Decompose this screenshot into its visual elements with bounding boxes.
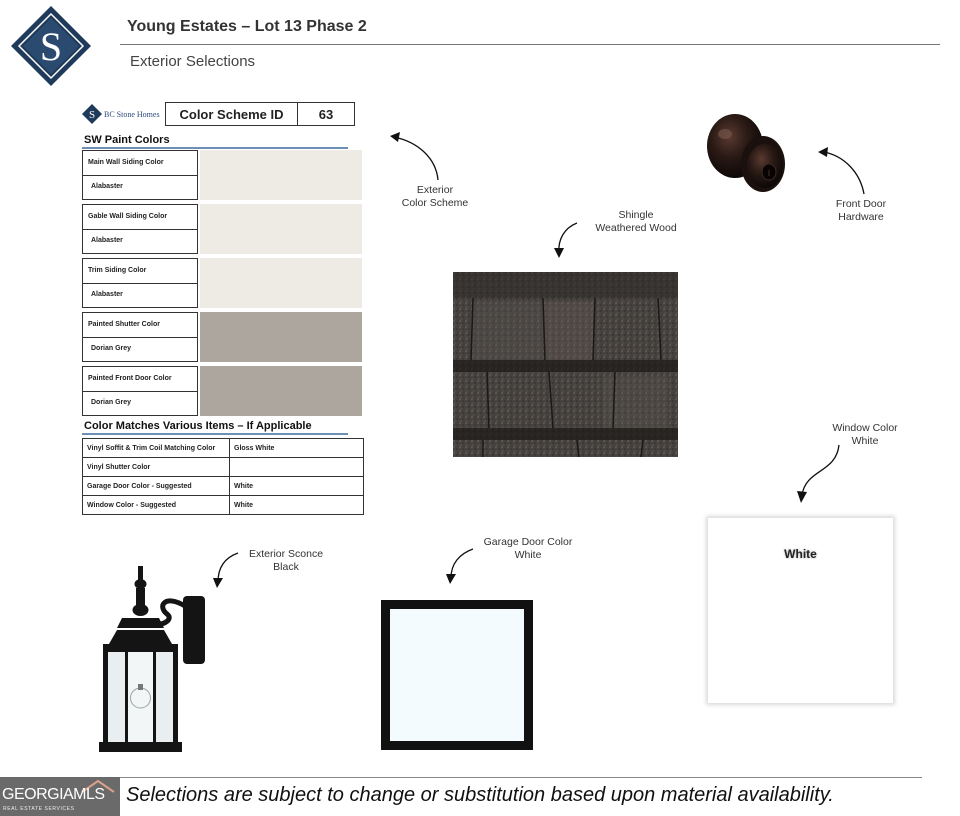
shingle-caption: Shingle Weathered Wood bbox=[595, 209, 677, 234]
exterior-scheme-caption: Exterior Color Scheme bbox=[401, 184, 469, 209]
matches-heading-rule bbox=[82, 433, 348, 435]
arrow-icon bbox=[797, 444, 840, 503]
scheme-id-box: Color Scheme ID 63 bbox=[165, 102, 355, 126]
page-title: Young Estates – Lot 13 Phase 2 bbox=[127, 18, 367, 35]
window-caption: Window Color White bbox=[832, 422, 898, 447]
georgia-mls-wordmark: GEORGIAMLS bbox=[2, 786, 105, 803]
shingle-swatch bbox=[453, 272, 678, 457]
paint-value: Alabaster bbox=[91, 291, 123, 298]
match-item: Garage Door Color - Suggested bbox=[82, 476, 230, 496]
paint-value: Dorian Grey bbox=[91, 399, 132, 406]
paint-row: Gable Wall Siding Color Alabaster bbox=[82, 204, 362, 254]
front-door-caption: Front Door Hardware bbox=[835, 198, 887, 223]
table-row: Vinyl Soffit & Trim Coil Matching Color … bbox=[82, 438, 364, 458]
match-value: White bbox=[229, 476, 364, 496]
paint-name: Main Wall Siding Color bbox=[83, 151, 197, 176]
georgia-mls-tagline: REAL ESTATE SERVICES bbox=[3, 806, 75, 812]
arrow-icon bbox=[818, 147, 865, 195]
scheme-id-value: 63 bbox=[318, 106, 334, 122]
paint-name: Trim Siding Color bbox=[83, 259, 197, 284]
paint-swatch bbox=[200, 366, 362, 416]
garage-door-swatch bbox=[381, 600, 533, 750]
georgia-mls-logo: GEORGIAMLS REAL ESTATE SERVICES bbox=[0, 777, 120, 816]
table-row: Garage Door Color - Suggested White bbox=[82, 476, 364, 496]
paint-row: Main Wall Siding Color Alabaster bbox=[82, 150, 362, 200]
paint-swatch bbox=[200, 204, 362, 254]
paint-name: Gable Wall Siding Color bbox=[83, 205, 197, 230]
brand-diamond-icon: S bbox=[82, 104, 102, 124]
title-divider bbox=[120, 44, 940, 45]
paint-value: Dorian Grey bbox=[91, 345, 132, 352]
color-matches-table: Vinyl Soffit & Trim Coil Matching Color … bbox=[82, 438, 364, 515]
garage-door-caption: Garage Door Color White bbox=[483, 536, 573, 561]
paint-value: Alabaster bbox=[91, 237, 123, 244]
paint-swatch bbox=[200, 312, 362, 362]
window-swatch-label: White bbox=[784, 547, 817, 561]
match-item: Vinyl Soffit & Trim Coil Matching Color bbox=[82, 438, 230, 458]
match-value: Gloss White bbox=[229, 438, 364, 458]
paint-swatch bbox=[200, 150, 362, 200]
house-roof-icon bbox=[81, 779, 115, 793]
paint-name: Painted Shutter Color bbox=[83, 313, 197, 338]
disclaimer-text: Selections are subject to change or subs… bbox=[126, 784, 834, 806]
brand-logo: S BC Stone Homes bbox=[82, 104, 162, 124]
footer-divider bbox=[120, 777, 922, 778]
company-logo: S bbox=[11, 6, 91, 86]
sconce-caption: Exterior Sconce Black bbox=[248, 548, 324, 573]
color-matches-heading: Color Matches Various Items – If Applica… bbox=[84, 420, 312, 432]
window-color-swatch: White bbox=[708, 518, 893, 703]
arrow-icon bbox=[554, 222, 578, 258]
paint-row: Trim Siding Color Alabaster bbox=[82, 258, 362, 308]
arrow-icon bbox=[446, 548, 474, 584]
table-row: Window Color - Suggested White bbox=[82, 495, 364, 515]
brand-name: BC Stone Homes bbox=[104, 110, 160, 119]
paint-swatch bbox=[200, 258, 362, 308]
logo-letter: S bbox=[40, 24, 62, 69]
match-value: White bbox=[229, 495, 364, 515]
paint-colors-heading: SW Paint Colors bbox=[84, 134, 170, 146]
exterior-sconce-image bbox=[99, 566, 205, 752]
color-scheme-card: S BC Stone Homes Color Scheme ID 63 SW P… bbox=[82, 100, 364, 520]
arrow-icon bbox=[213, 552, 239, 588]
svg-text:S: S bbox=[89, 109, 95, 121]
match-item: Window Color - Suggested bbox=[82, 495, 230, 515]
paint-name: Painted Front Door Color bbox=[83, 367, 197, 392]
arrow-icon bbox=[390, 132, 439, 181]
paint-value: Alabaster bbox=[91, 183, 123, 190]
paint-row: Painted Shutter Color Dorian Grey bbox=[82, 312, 362, 362]
scheme-id-label: Color Scheme ID bbox=[166, 103, 298, 125]
paint-row: Painted Front Door Color Dorian Grey bbox=[82, 366, 362, 416]
paint-heading-rule bbox=[82, 147, 348, 149]
door-knob-image bbox=[707, 114, 785, 192]
table-row: Vinyl Shutter Color bbox=[82, 457, 364, 477]
page-subtitle: Exterior Selections bbox=[130, 53, 256, 70]
match-item: Vinyl Shutter Color bbox=[82, 457, 230, 477]
match-value bbox=[229, 457, 364, 477]
